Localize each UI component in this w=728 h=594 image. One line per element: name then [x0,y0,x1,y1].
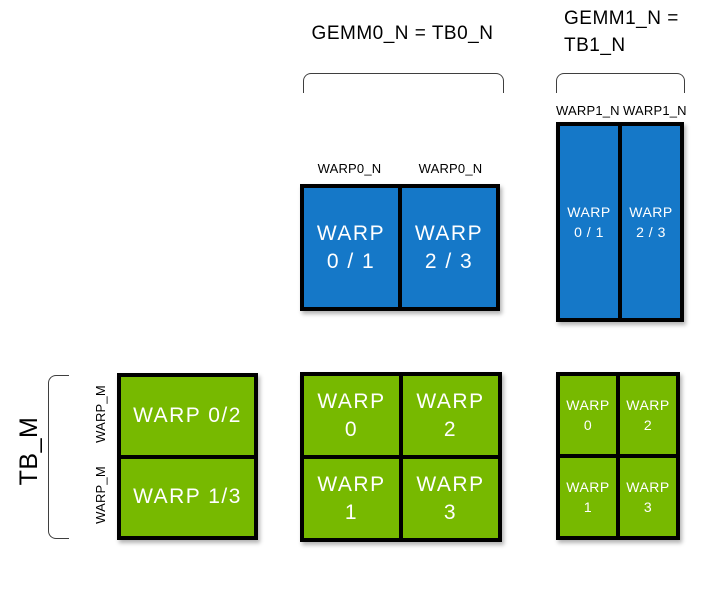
gemm1-n-bracket [556,73,685,93]
warp-cell-line2: 2 / 3 [636,224,666,240]
warp-cell-line1: WARP [316,221,386,245]
warp-cell-0-1: WARP 0 / 1 [560,126,618,318]
operand-a-warp-grid: WARP 0/2 WARP 1/3 [117,373,258,540]
warp-cell-1: WARP 1 [560,458,616,536]
warp-cell-2-3: WARP 2 / 3 [622,126,680,318]
warp-cell-line2: 2 [643,417,653,433]
warp-m-label-bottom: WARP_M [92,466,108,524]
warp-cell-0-1: WARP 0 / 1 [304,188,398,307]
warp-cell-line2: 3 [643,499,653,515]
warp-cell-line1: WARP [416,389,485,413]
warp1-n-label-left: WARP1_N [556,103,620,118]
warp-cell-3: WARP 3 [403,459,498,538]
gemm0-n-header: GEMM0_N = TB0_N [311,23,494,44]
warp-cell-2-3: WARP 2 / 3 [402,188,496,307]
warp-cell-line1: WARP [626,397,670,413]
warp1-n-label-right: WARP1_N [623,103,687,118]
gemm0-warp-grid: WARP 0 / 1 WARP 2 / 3 [300,184,500,311]
warp-cell-line2: 3 [443,500,458,524]
warp0-n-label-left: WARP0_N [317,161,382,176]
warp-cell-line2: 0 / 1 [326,249,376,273]
tb-m-label: TB_M [14,416,43,486]
gemm1-n-header-line2: TB1_N [564,35,626,56]
warp-cell-line2: 1 [344,500,359,524]
warp-cell-line1: WARP [566,397,610,413]
gemm1-n-header: GEMM1_N = TB1_N [564,5,709,59]
warp-cell-line2: 0 [583,417,593,433]
warp-cell-line1: WARP [629,204,673,220]
gemm1-warp-grid: WARP 0 / 1 WARP 2 / 3 [556,122,684,322]
tb-m-bracket [48,375,69,539]
warp-cell-line1: WARP [317,472,386,496]
gemm0-n-bracket [303,73,504,93]
warp-cell-line2: 0 / 1 [574,224,604,240]
warp-cell-line1: WARP [567,204,611,220]
warp-cell-2: WARP 2 [620,376,676,454]
warp-cell-line1: WARP [626,479,670,495]
warp-m-label-top: WARP_M [92,385,108,443]
warp-cell-1-3: WARP 1/3 [121,458,254,536]
warp-cell-line2: 1 [583,499,593,515]
warp-cell-0-2: WARP 0/2 [121,377,254,455]
warp-cell-line1: WARP [414,221,484,245]
warp0-n-label-right: WARP0_N [418,161,483,176]
warp-cell-line2: 2 / 3 [424,249,474,273]
warp-cell-0: WARP 0 [560,376,616,454]
warp-cell-line2: 2 [443,417,458,441]
gemm1-output-warp-grid: WARP 0 WARP 2 WARP 1 WARP 3 [556,372,680,540]
gemm0-output-warp-grid: WARP 0 WARP 2 WARP 1 WARP 3 [300,372,502,542]
gemm1-n-header-line1: GEMM1_N = [564,8,679,29]
warp-cell-0: WARP 0 [304,376,399,455]
warp-cell-line2: 0 [344,417,359,441]
warp-cell-label: WARP 1/3 [133,485,242,509]
warp-cell-1: WARP 1 [304,459,399,538]
warp-cell-3: WARP 3 [620,458,676,536]
warp-cell-line1: WARP [416,472,485,496]
warp-cell-line1: WARP [317,389,386,413]
warp-cell-2: WARP 2 [403,376,498,455]
warp-cell-label: WARP 0/2 [133,403,242,427]
warp-cell-line1: WARP [566,479,610,495]
